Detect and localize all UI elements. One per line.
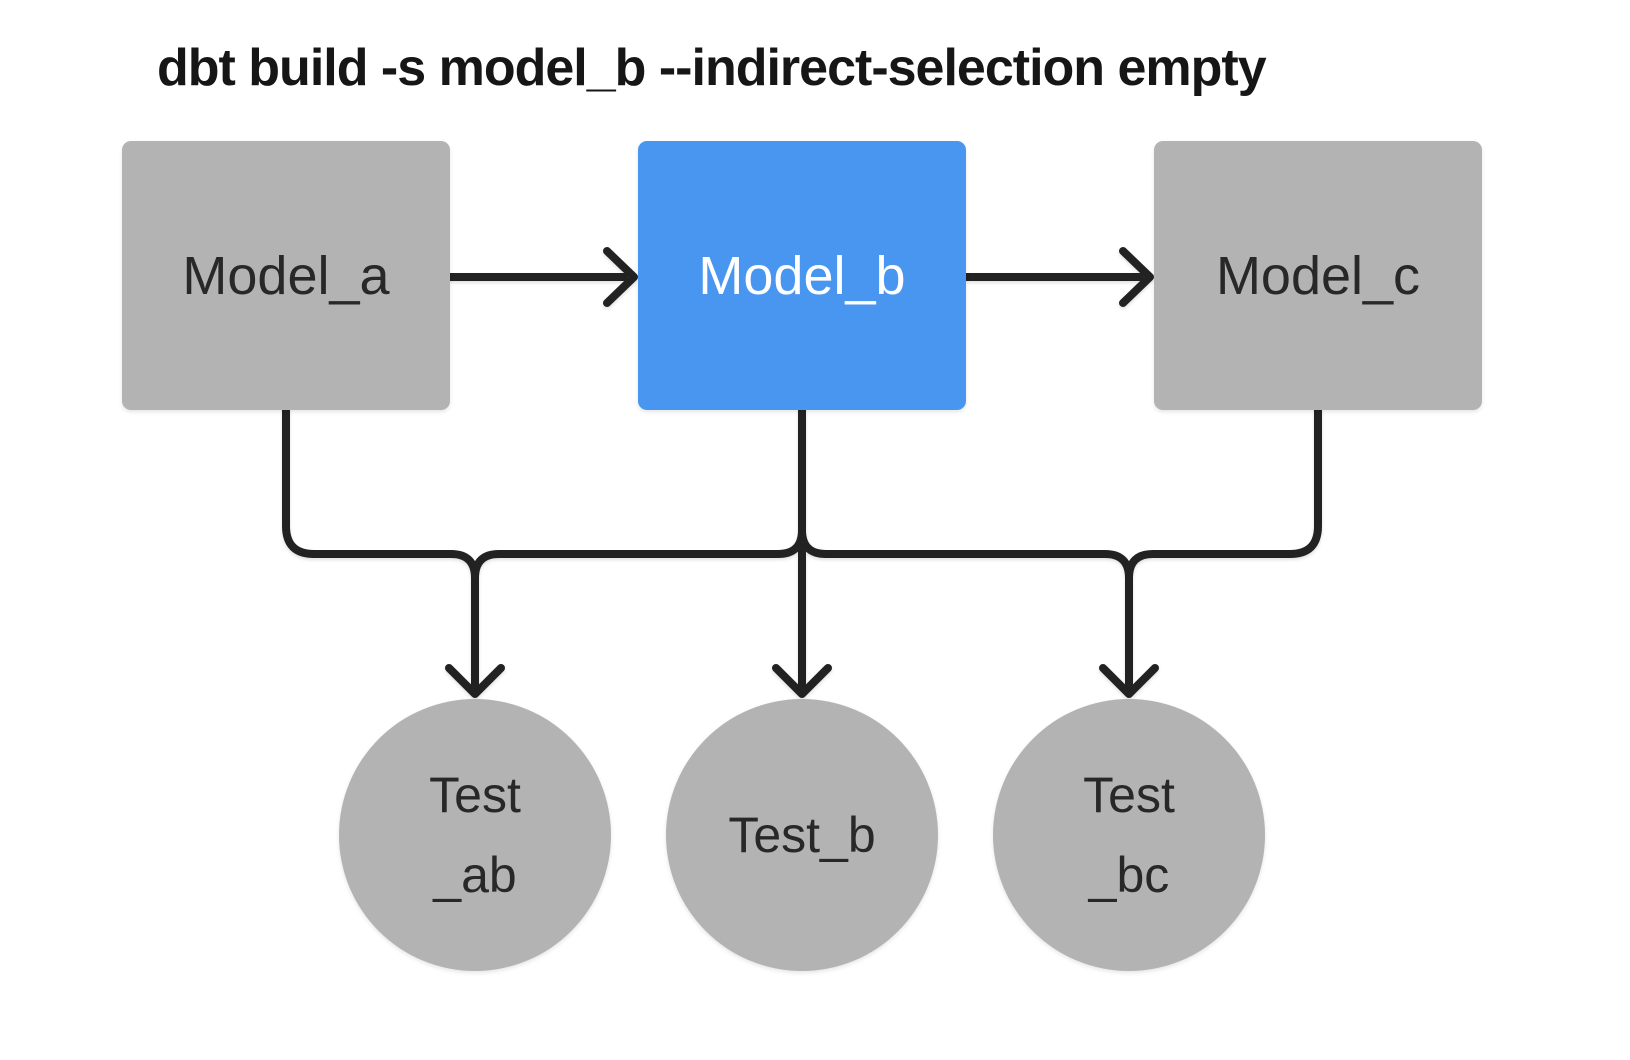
node-label: Model_a <box>182 245 390 306</box>
node-test-ab: Test _ab <box>339 699 611 971</box>
node-model-a: Model_a <box>122 141 450 410</box>
node-label: Test _ab <box>429 767 521 903</box>
node-label: Model_b <box>698 245 906 306</box>
edge-model-c-to-rail <box>1125 406 1322 582</box>
node-label: Test _bc <box>1083 767 1175 903</box>
arrowhead-right-icon <box>1119 247 1154 307</box>
node-test-bc: Test _bc <box>993 699 1265 971</box>
node-test-b: Test_b <box>666 699 938 971</box>
node-label: Test_b <box>728 807 876 863</box>
node-model-c: Model_c <box>1154 141 1482 410</box>
diagram-title: dbt build -s model_b --indirect-selectio… <box>157 39 1267 97</box>
arrowhead-down-icon <box>772 664 832 698</box>
edge-model-b-to-test-bc <box>798 526 1133 694</box>
node-label: Model_c <box>1215 245 1421 306</box>
arrowhead-right-icon <box>603 247 638 307</box>
arrowhead-down-icon <box>1099 664 1159 698</box>
node-model-b: Model_b <box>638 141 966 410</box>
arrowhead-down-icon <box>445 664 505 698</box>
edge-model-a-to-test-ab <box>282 406 479 694</box>
edge-rail-test-ab-to-model-b <box>471 526 806 582</box>
